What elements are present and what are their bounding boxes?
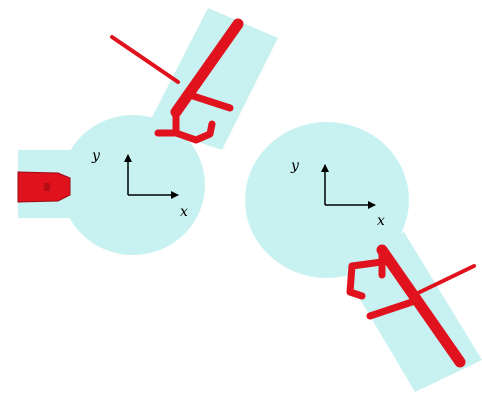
left-structure: y x [17, 8, 278, 255]
right-main-conductor [376, 244, 466, 368]
right-angled-tube [338, 232, 482, 392]
right-folded-hook [346, 258, 386, 300]
left-x-axis-label: x [180, 204, 188, 220]
right-structure: y x [245, 122, 482, 392]
left-port-horn-slot [44, 183, 50, 191]
left-feed-line [110, 35, 180, 84]
left-main-conductor [170, 18, 244, 118]
right-x-axis-label: x [377, 213, 385, 229]
right-crossbar [366, 298, 416, 320]
left-folded-hook [154, 120, 216, 144]
right-feed-line [416, 264, 476, 295]
right-disc-body [245, 122, 409, 278]
left-crossbar [186, 91, 234, 112]
left-y-axis-label: y [91, 148, 101, 164]
right-y-axis-label: y [290, 158, 300, 174]
left-disc-body [61, 115, 205, 255]
